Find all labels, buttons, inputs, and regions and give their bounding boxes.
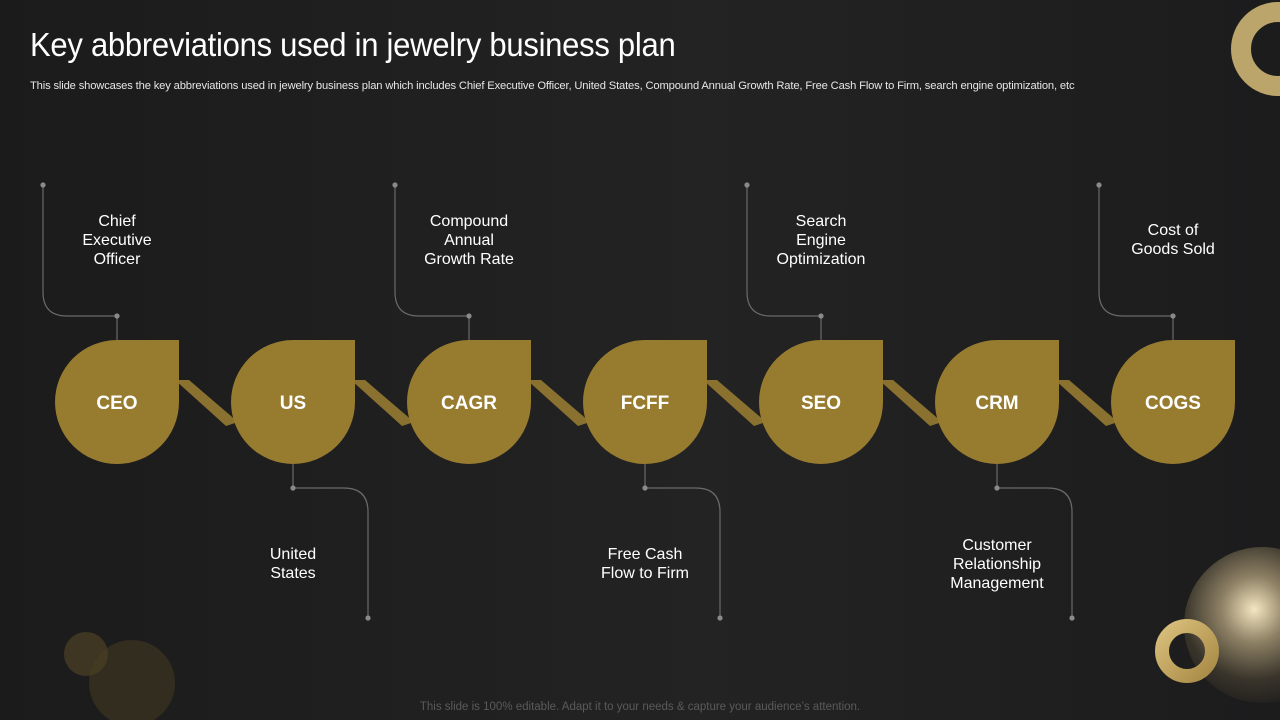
callout-dot-ceo-2 xyxy=(40,182,46,188)
abbreviation-label-crm: CRM xyxy=(975,393,1018,414)
meaning-line: Chief xyxy=(98,213,136,230)
callout-dot-cogs-2 xyxy=(1096,182,1102,188)
callout-dot-fcff-1 xyxy=(642,485,648,491)
abbreviation-label-us: US xyxy=(280,393,306,414)
meaning-line: Flow to Firm xyxy=(601,565,689,582)
page-title: Key abbreviations used in jewelry busine… xyxy=(30,26,676,63)
drop-shape-seo xyxy=(759,340,883,464)
connector-4 xyxy=(703,380,766,426)
drop-shape-cagr xyxy=(407,340,531,464)
top-right-ring-decoration xyxy=(1231,2,1280,96)
meaning-line: Management xyxy=(950,575,1044,592)
footer-note: This slide is 100% editable. Adapt it to… xyxy=(419,701,861,713)
callout-dot-us-2 xyxy=(365,615,371,621)
callout-dot-fcff-2 xyxy=(717,615,723,621)
callout-dot-seo-1 xyxy=(818,313,824,319)
meaning-line: Annual xyxy=(444,232,494,249)
connector-3 xyxy=(527,380,590,426)
callout-dot-crm-2 xyxy=(1069,615,1075,621)
callout-dot-seo-2 xyxy=(744,182,750,188)
callout-dot-cogs-1 xyxy=(1170,313,1176,319)
abbreviation-label-fcff: FCFF xyxy=(621,393,670,414)
diagram-layer: CEO US CAGR FCFF SEO CRM COGS xyxy=(40,182,1235,621)
meaning-line: Cost of xyxy=(1147,222,1199,239)
page-subtitle: This slide showcases the key abbreviatio… xyxy=(30,80,1075,92)
abbreviation-label-seo: SEO xyxy=(801,393,841,414)
abbreviation-label-cogs: COGS xyxy=(1145,393,1201,414)
meaning-line: Engine xyxy=(796,232,846,249)
abbreviation-label-cagr: CAGR xyxy=(441,393,497,414)
callout-line-seo xyxy=(746,185,822,340)
connector-2 xyxy=(351,380,414,426)
meaning-line: States xyxy=(270,565,316,582)
callout-line-cogs xyxy=(1098,185,1174,340)
callout-dot-cagr-2 xyxy=(392,182,398,188)
meaning-line: Customer xyxy=(962,537,1032,554)
connector-6 xyxy=(1055,380,1118,426)
callout-line-us xyxy=(292,464,369,618)
meaning-line: Compound xyxy=(429,213,509,230)
meaning-line: Free Cash xyxy=(607,546,683,563)
meaning-line: Growth Rate xyxy=(424,251,514,268)
drop-shape-ceo xyxy=(54,340,180,465)
meaning-line: Search xyxy=(795,213,847,230)
meaning-line: United xyxy=(269,546,317,563)
drop-shape-crm xyxy=(935,340,1059,464)
callout-line-fcff xyxy=(644,464,721,618)
callout-line-cagr xyxy=(394,185,470,340)
callout-dot-crm-1 xyxy=(994,485,1000,491)
meaning-line: Relationship xyxy=(952,556,1042,573)
meaning-line: Goods Sold xyxy=(1131,241,1215,258)
callout-line-crm xyxy=(996,464,1073,618)
abbreviation-label-ceo: CEO xyxy=(96,393,137,414)
decorations xyxy=(64,2,1280,720)
connector-1 xyxy=(175,380,238,426)
connector-5 xyxy=(879,380,942,426)
callout-line-ceo xyxy=(42,185,118,340)
callout-dot-us-1 xyxy=(290,485,296,491)
meaning-line: Optimization xyxy=(776,251,866,268)
drop-shape-cogs xyxy=(1111,340,1235,464)
callout-dot-ceo-1 xyxy=(114,313,120,319)
faint-circle-decoration-large xyxy=(89,640,175,720)
small-ring-decoration xyxy=(1155,619,1219,683)
meaning-line: Officer xyxy=(93,251,141,268)
meaning-cogs: Cost of Goods Sold xyxy=(1098,221,1248,259)
meaning-line: Executive xyxy=(82,232,152,249)
callout-dot-cagr-1 xyxy=(466,313,472,319)
drop-shape-us xyxy=(231,340,355,464)
drop-shape-fcff xyxy=(583,340,707,464)
